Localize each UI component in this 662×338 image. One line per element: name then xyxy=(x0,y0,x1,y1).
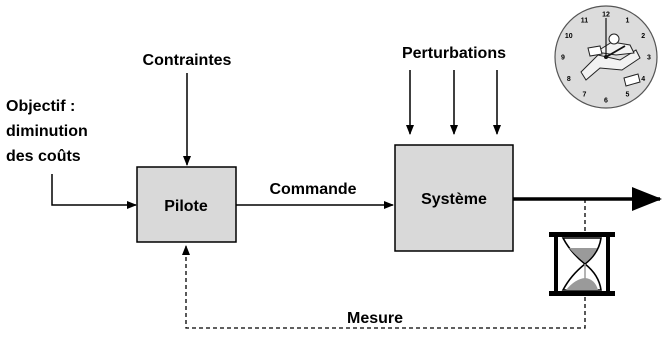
mesure-label: Mesure xyxy=(347,310,403,327)
commande-label: Commande xyxy=(269,181,356,198)
objectif-label-line2: diminution xyxy=(6,123,88,140)
pilote-block xyxy=(136,166,237,243)
contraintes-label: Contraintes xyxy=(143,52,232,69)
objectif-label-line3: des coûts xyxy=(6,148,81,165)
clock-numeral: 5 xyxy=(626,92,630,99)
clock-numeral: 7 xyxy=(583,92,587,99)
perturbations-label: Perturbations xyxy=(402,45,506,62)
systeme-label: Système xyxy=(421,191,487,208)
clock-numeral: 4 xyxy=(641,76,645,83)
clock-numeral: 10 xyxy=(565,33,573,40)
mesure-feedback-loop xyxy=(182,199,586,329)
clock-numeral: 11 xyxy=(581,17,589,24)
clock-numeral: 6 xyxy=(604,98,608,105)
clock-numeral: 3 xyxy=(647,55,651,62)
pilote-label: Pilote xyxy=(164,198,208,215)
clock-numeral: 8 xyxy=(567,76,571,83)
clock-numeral: 1 xyxy=(626,17,630,24)
clock-numeral: 9 xyxy=(561,55,565,62)
systeme-block xyxy=(394,144,514,252)
hourglass-icon xyxy=(548,232,616,296)
clock-numeral: 12 xyxy=(602,12,610,19)
objectif-arrow xyxy=(51,174,137,209)
objectif-label-line1: Objectif : xyxy=(6,98,75,115)
clock-numeral: 2 xyxy=(641,33,645,40)
